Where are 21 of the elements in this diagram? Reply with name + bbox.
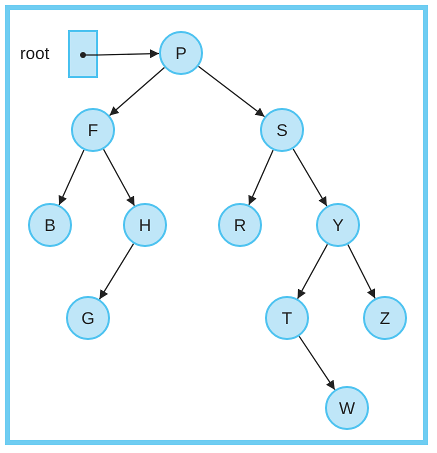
arrow [58, 150, 85, 206]
arrow [109, 67, 165, 116]
arrow [248, 150, 274, 206]
arrow [292, 148, 328, 206]
node-letter: F [88, 122, 98, 138]
arrow [98, 49, 160, 58]
node-letter: Z [380, 310, 390, 326]
node-letter: S [276, 122, 288, 138]
arrow [198, 66, 265, 118]
node-letter: H [138, 216, 152, 234]
node-letter: B [44, 216, 56, 234]
node-letter: G [81, 310, 95, 326]
arrow [98, 243, 134, 300]
pointer-label: root [20, 45, 50, 62]
node-letter: R [234, 216, 246, 234]
node-letter: Y [332, 216, 344, 234]
node-letter: P [175, 44, 187, 62]
arrow [298, 336, 336, 390]
node-letter: W [338, 400, 356, 416]
node-letter: T [282, 310, 292, 326]
pointer-box [68, 30, 98, 78]
